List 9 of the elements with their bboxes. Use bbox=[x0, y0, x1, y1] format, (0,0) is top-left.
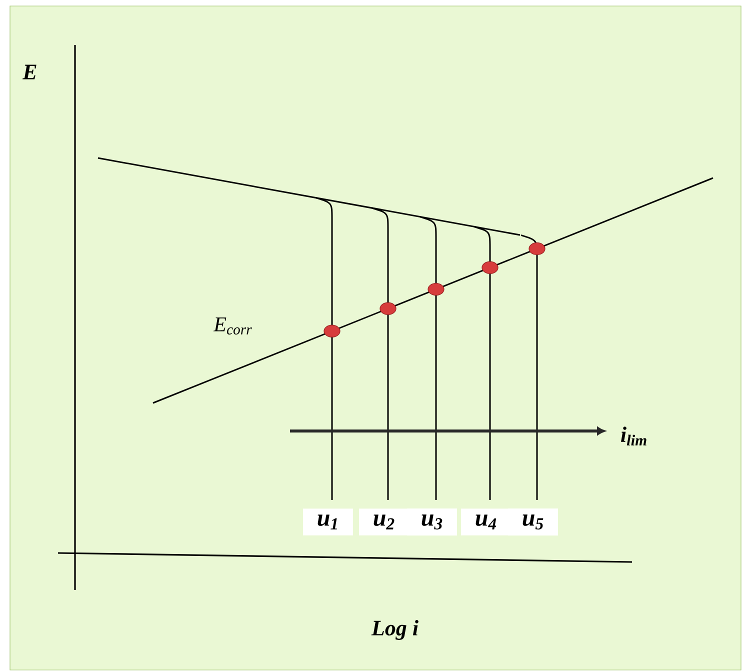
axis-label: u$_{1}$ bbox=[303, 508, 353, 536]
axis-label: u$_{3}$ bbox=[407, 508, 457, 536]
axis-label: u$_{5}$ bbox=[508, 508, 558, 536]
axis-label: Log i bbox=[371, 620, 418, 640]
axis-label: u$_{2}$ bbox=[359, 508, 409, 536]
curve-label: E$_{corr}$ bbox=[213, 318, 252, 334]
axis-label: u$_{4}$ bbox=[461, 508, 511, 536]
axis-label: E bbox=[22, 64, 36, 80]
arrow-label: i$_{lim}$ bbox=[621, 426, 646, 446]
